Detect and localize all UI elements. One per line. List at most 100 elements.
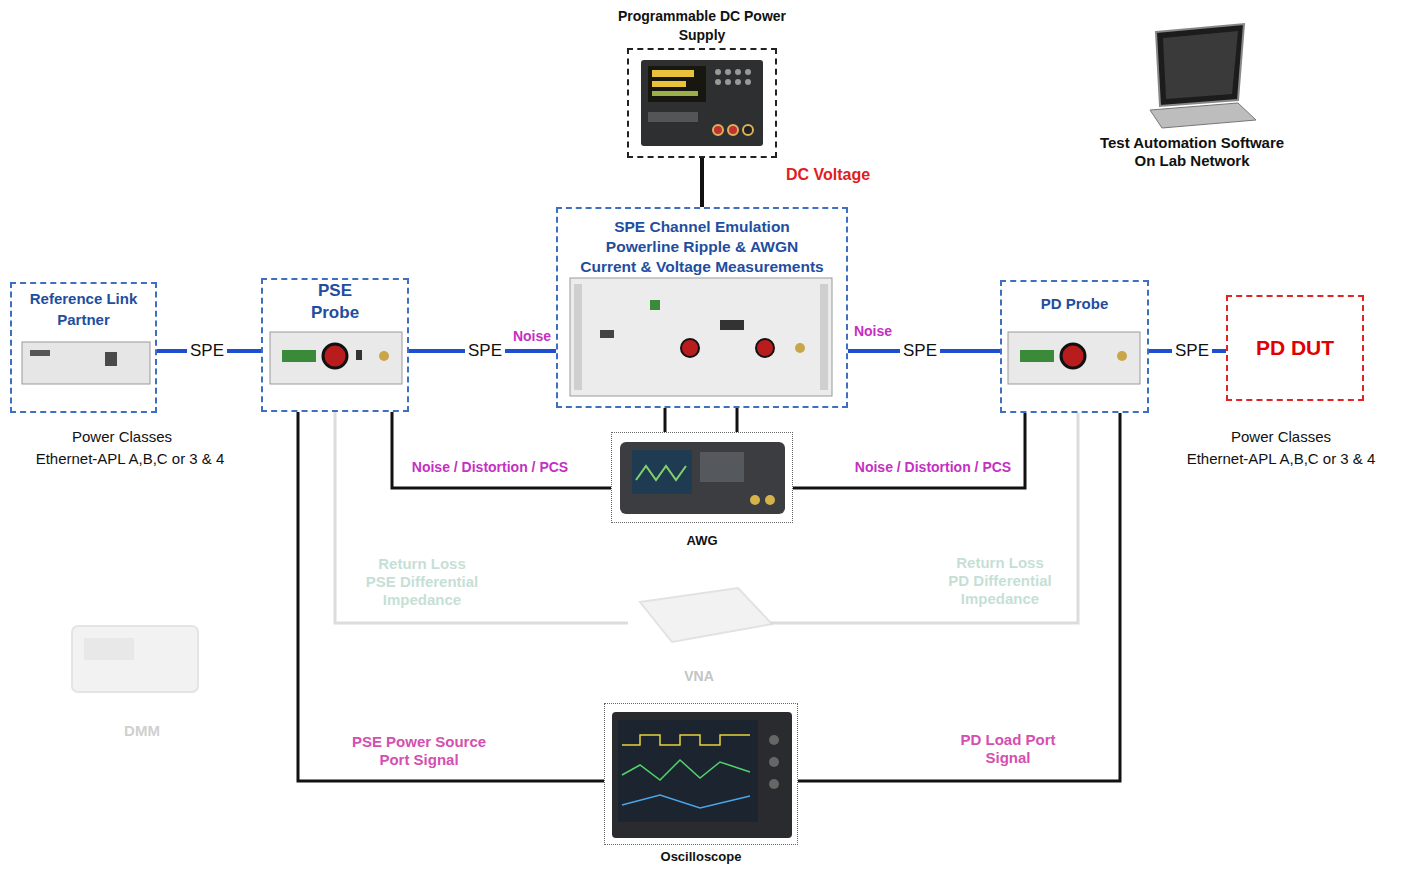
- laptop-display: [1163, 31, 1238, 99]
- instrument-body: [270, 332, 402, 384]
- knob: [769, 779, 779, 789]
- connector-line: [664, 408, 667, 432]
- connector-label: SPE: [1172, 341, 1212, 361]
- power-class-note-holder: Ethernet-APL A,B,C or 3 & 4: [1163, 450, 1399, 468]
- connector-label-holder: SPE: [460, 341, 510, 361]
- pse-probe-illustration: [270, 332, 402, 384]
- instrument-key: [745, 79, 751, 85]
- connector-label: SPE: [187, 341, 227, 361]
- connector-line: [793, 413, 1025, 488]
- terminal: [728, 125, 738, 135]
- reference-link-partner-box: Reference Link Partner: [10, 282, 157, 413]
- box-outline: PD Probe: [1000, 280, 1149, 413]
- connector-label-holder: Noise / Distortion / PCS: [843, 459, 1023, 476]
- terminal-block: [1020, 350, 1054, 362]
- connector-label-holder: SPE: [1167, 341, 1217, 361]
- signal-name: Noise: [849, 323, 897, 340]
- box-label: PSE Probe: [295, 280, 375, 324]
- box-outline: PD DUT: [1226, 295, 1364, 401]
- connector-line: [770, 413, 1078, 623]
- screen-readout: [652, 70, 694, 77]
- screen-readout: [652, 81, 686, 87]
- vna-illustration: [640, 588, 772, 642]
- connector-line: [798, 413, 1120, 781]
- connector-line: [392, 412, 611, 488]
- instrument-key: [715, 79, 721, 85]
- power-class-note-holder: Power Classes: [1171, 428, 1391, 446]
- connector-label: SPE: [465, 341, 505, 361]
- connector-label-holder: PSE Power Source Port Signal: [344, 733, 494, 769]
- instrument-key: [715, 69, 721, 75]
- connector-label: Return Loss PD Differential Impedance: [948, 554, 1053, 608]
- knob: [323, 344, 347, 368]
- connector: [105, 352, 117, 366]
- power-class-note-holder: Ethernet-APL A,B,C or 3 & 4: [10, 450, 250, 468]
- instrument-name-holder: DMM: [102, 722, 182, 740]
- connector-label-holder: SPE: [182, 341, 232, 361]
- instrument-body: [620, 442, 785, 514]
- dmm-illustration: [72, 626, 198, 692]
- connector: [1117, 351, 1127, 361]
- connector-label-holder: Return Loss PD Differential Impedance: [948, 554, 1053, 608]
- vna-box: VNA: [628, 578, 770, 685]
- connector: [765, 495, 775, 505]
- terminal: [713, 125, 723, 135]
- instrument-screen: [632, 450, 692, 494]
- instrument-key: [735, 69, 741, 75]
- connector-label: Return Loss PSE Differential Impedance: [365, 555, 480, 609]
- software-note: Test Automation Software On Lab Network: [1092, 134, 1292, 170]
- box-label: Oscilloscope: [641, 849, 761, 865]
- power-supply-illustration: [641, 60, 763, 146]
- box-outline: [628, 578, 770, 658]
- waveform: [622, 735, 750, 745]
- laptop-base: [1150, 103, 1256, 128]
- box-label: PD DUT: [1232, 335, 1358, 361]
- instrument-body: [612, 712, 792, 838]
- knob: [681, 339, 699, 357]
- waveform: [622, 795, 750, 808]
- knob: [1061, 344, 1085, 368]
- panel-detail: [720, 320, 744, 330]
- signal-name-holder: Noise: [508, 328, 556, 345]
- connector: [750, 495, 760, 505]
- connector-line: [736, 408, 739, 432]
- instrument-body: [641, 60, 763, 146]
- reference-link-partner-illustration: [22, 342, 150, 384]
- pd-probe-box: PD Probe: [1000, 280, 1149, 413]
- instrument-key: [725, 79, 731, 85]
- knob: [769, 757, 779, 767]
- box-outline: [611, 432, 793, 523]
- panel-detail: [356, 350, 362, 360]
- power-class-note: Ethernet-APL A,B,C or 3 & 4: [1163, 450, 1399, 468]
- oscilloscope-box: Oscilloscope: [604, 703, 798, 865]
- terminal-block: [282, 350, 316, 362]
- connector-label-holder: Return Loss PSE Differential Impedance: [365, 555, 480, 609]
- signal-name: Noise: [508, 328, 556, 345]
- instrument-screen: [84, 638, 134, 660]
- connector-label: SPE: [900, 341, 940, 361]
- waveform: [636, 466, 686, 480]
- handle: [820, 284, 828, 390]
- panel-detail: [600, 330, 614, 338]
- power-class-note: Power Classes: [1171, 428, 1391, 446]
- box-outline: SPE Channel Emulation Powerline Ripple &…: [556, 207, 848, 408]
- instrument-body: [640, 588, 772, 642]
- connector-label-holder: SPE: [895, 341, 945, 361]
- connector-label: Noise / Distortion / PCS: [400, 459, 580, 476]
- box-label: SPE Channel Emulation Powerline Ripple &…: [577, 209, 827, 277]
- instrument-body: [570, 278, 832, 396]
- connector-label: DC Voltage: [778, 165, 878, 184]
- power-supply-box: Programmable DC Power Supply: [627, 7, 777, 158]
- connector-line: [298, 412, 604, 781]
- instrument-body: [72, 626, 198, 692]
- instrument-keys: [700, 452, 744, 482]
- connector-label-holder: Noise / Distortion / PCS: [400, 459, 580, 476]
- screen-readout: [652, 91, 698, 96]
- box-label: Programmable DC Power Supply: [612, 7, 792, 45]
- connector-label: PSE Power Source Port Signal: [344, 733, 494, 769]
- knob: [756, 339, 774, 357]
- panel-detail: [650, 300, 660, 310]
- signal-name-holder: Noise: [849, 323, 897, 340]
- instrument-screen: [648, 66, 706, 102]
